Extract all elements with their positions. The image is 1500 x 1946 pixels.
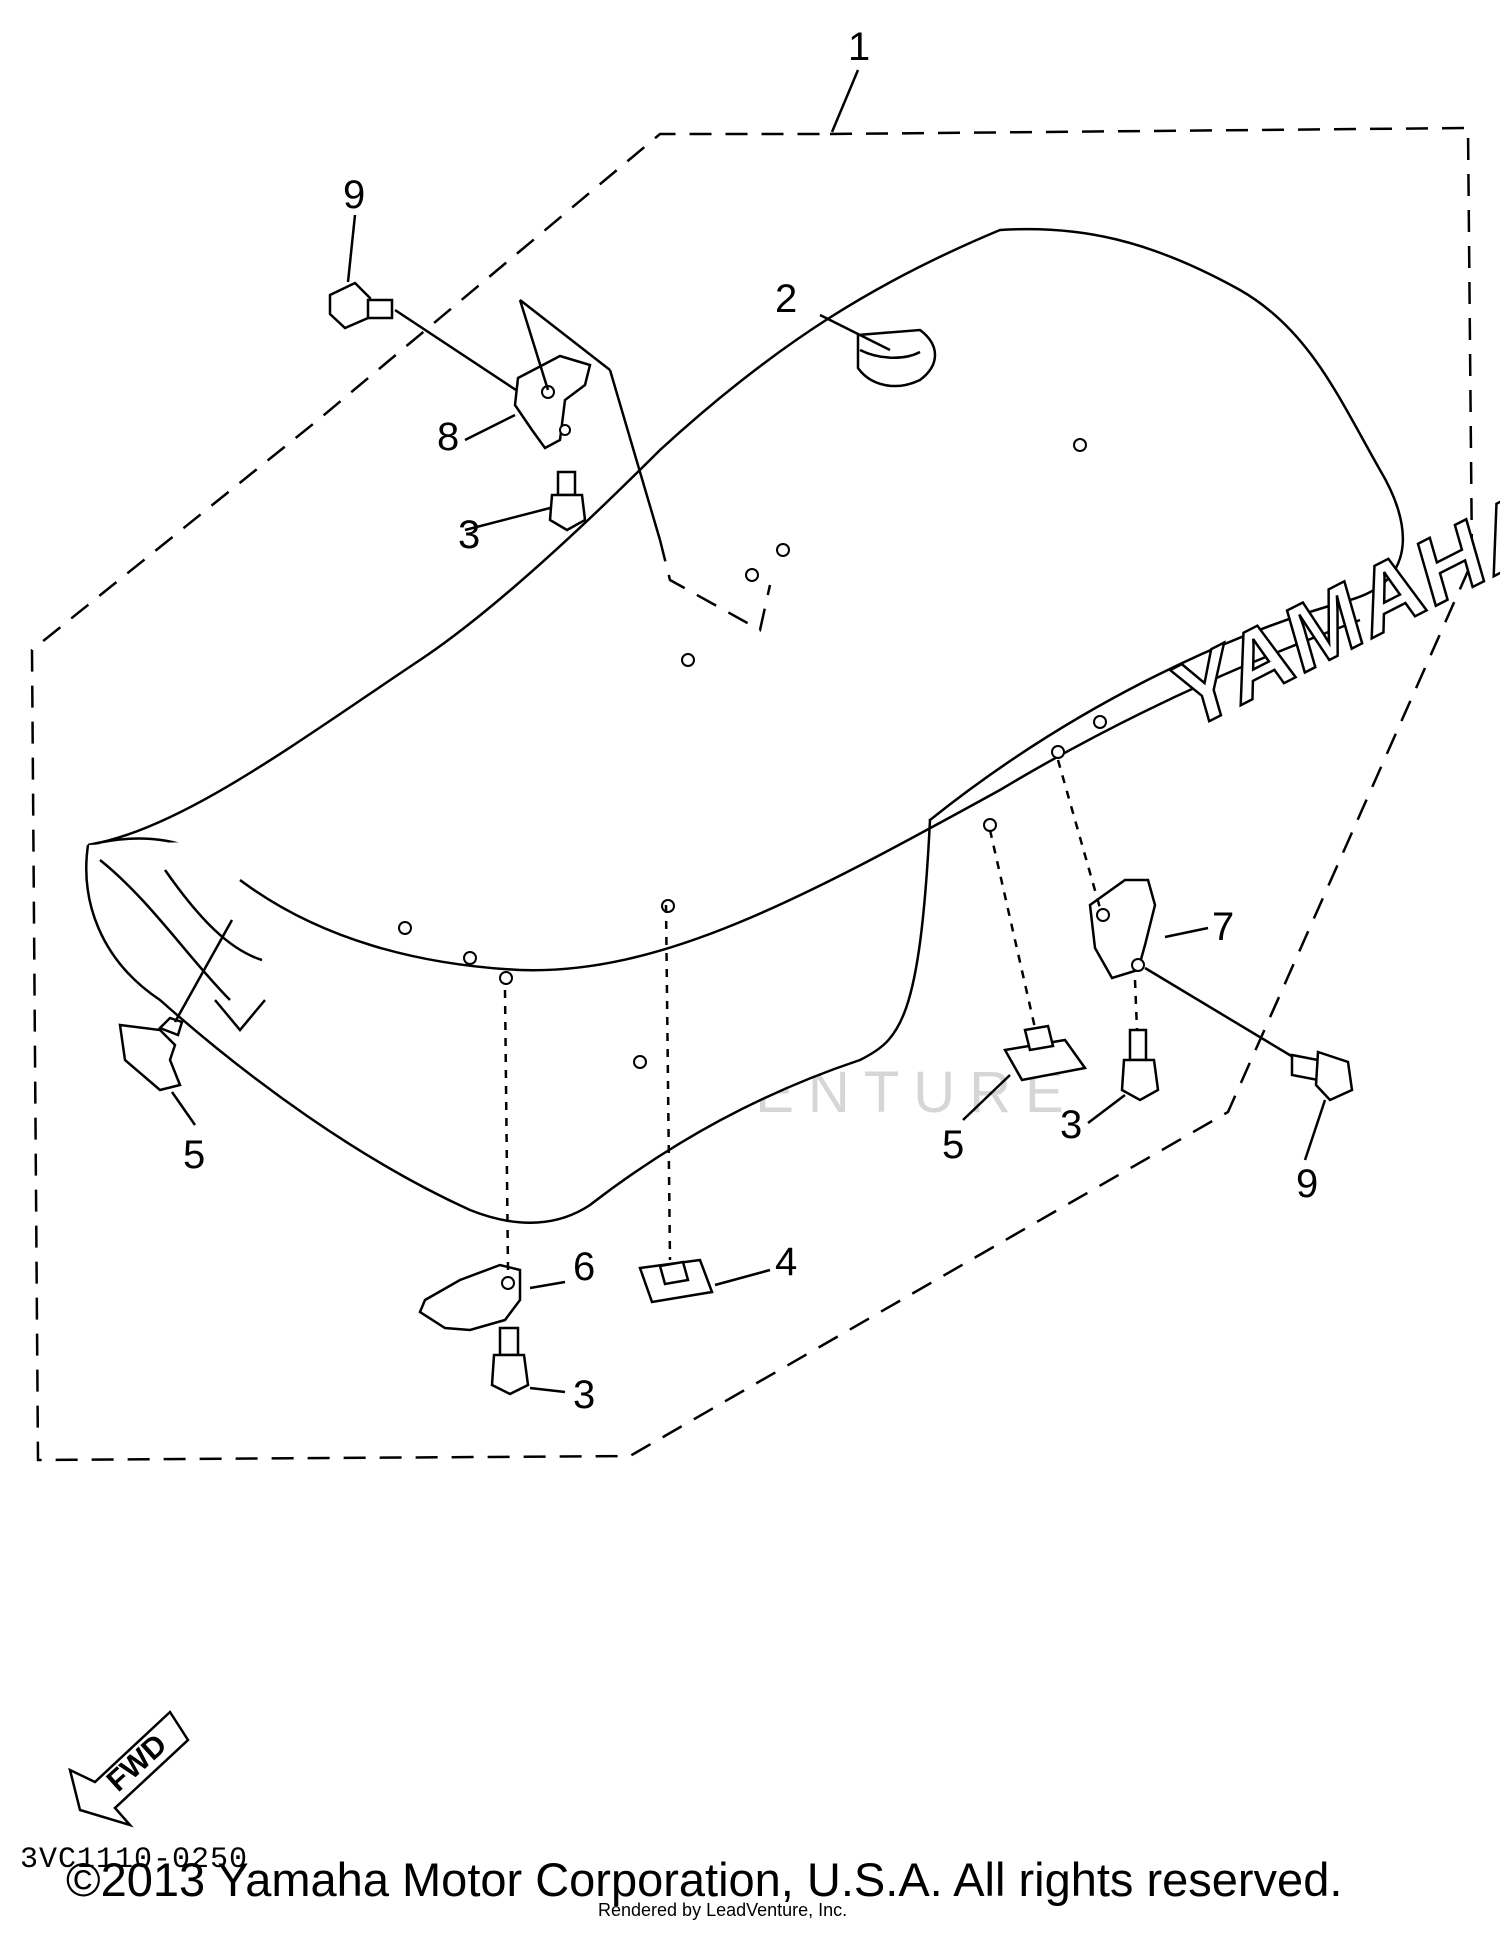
- rendered-by-credit: Rendered by LeadVenture, Inc.: [598, 1900, 848, 1920]
- copyright-notice: ©2013 Yamaha Motor Corporation, U.S.A. A…: [66, 1853, 1343, 1906]
- seat-body: YAMAHA: [85, 227, 1500, 1224]
- leader-1: [830, 69, 860, 133]
- diagram-part-number: 3VC1110-0250: [20, 1843, 248, 1877]
- part-3-nut-upper: [548, 470, 587, 532]
- part-6-bracket: [418, 1263, 522, 1332]
- part-8-bracket: [513, 354, 592, 450]
- part-9-bolt-upper: [328, 281, 394, 330]
- part-5-knob-right: [1003, 1024, 1088, 1082]
- part-4-clip-nut: [638, 1258, 714, 1304]
- callout-8: 8: [437, 415, 459, 459]
- callout-6: 6: [573, 1245, 595, 1289]
- callout-1: 1: [848, 25, 870, 69]
- callout-9-right: 9: [1296, 1162, 1318, 1206]
- part-3-nut-right: [1120, 1028, 1160, 1102]
- callout-7: 7: [1212, 905, 1234, 949]
- callout-9-upper: 9: [343, 173, 365, 217]
- part-3-nut-lower: [490, 1326, 530, 1396]
- part-7-bracket: [1088, 878, 1157, 980]
- callout-3-right: 3: [1060, 1103, 1082, 1147]
- callout-2: 2: [775, 277, 797, 321]
- callout-3-upper: 3: [458, 513, 480, 557]
- part-5-knob-left: [118, 1016, 184, 1092]
- callout-4: 4: [775, 1240, 797, 1284]
- fwd-arrow-icon: FWD: [68, 1710, 190, 1828]
- part-9-bolt-right: [1290, 1050, 1354, 1102]
- callout-5-left: 5: [183, 1133, 205, 1177]
- callout-5-right: 5: [942, 1123, 964, 1167]
- callout-3-lower: 3: [573, 1373, 595, 1417]
